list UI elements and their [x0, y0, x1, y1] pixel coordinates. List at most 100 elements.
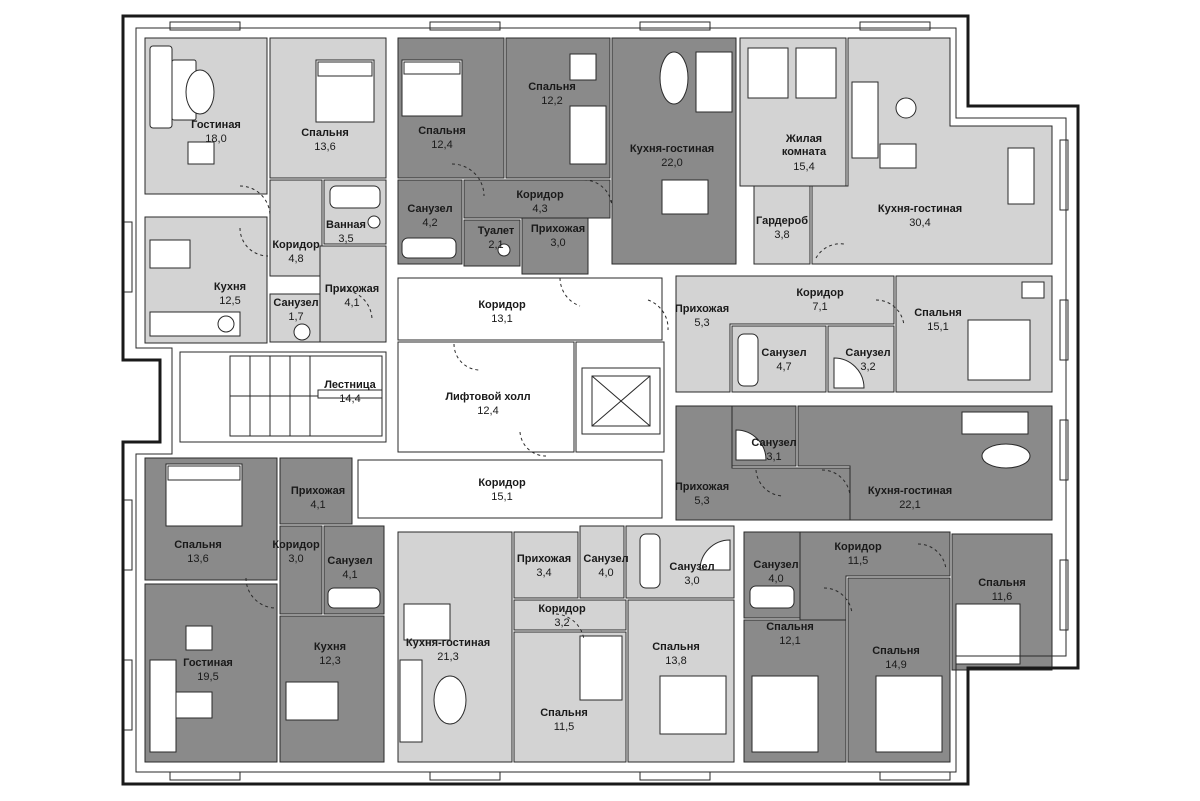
area-r08: 12,4: [431, 139, 452, 151]
area-r31: 13,6: [187, 553, 208, 565]
label-r04: Коридор: [272, 239, 320, 251]
room-koridor-bottom: [357, 459, 663, 519]
area-r26: 3,1: [766, 451, 781, 463]
area-r05: 12,5: [219, 295, 240, 307]
label-r35: Санузел: [583, 553, 628, 565]
area-r43: 21,3: [437, 651, 458, 663]
area-r41: 19,5: [197, 671, 218, 683]
area-r33: 4,1: [342, 569, 357, 581]
label-r42: Кухня: [314, 641, 346, 653]
room-garderob-c: [753, 185, 811, 265]
label-r34: Прихожая: [517, 553, 571, 565]
label-r24: Лестница: [324, 379, 376, 391]
label-r41: Гостиная: [183, 657, 233, 669]
label-r19: Прихожая: [675, 303, 729, 315]
label-r06: Прихожая: [325, 283, 379, 295]
area-r44: 13,8: [665, 655, 686, 667]
area-r34: 3,4: [536, 567, 551, 579]
doors: [239, 163, 947, 641]
room-prihozhaya-f: [279, 457, 353, 525]
room-lift-hall: [397, 341, 575, 453]
outer-walls: [121, 14, 1080, 786]
label-r08: Спальня: [418, 125, 466, 137]
label-r25: Лифтовой холл: [445, 391, 530, 403]
label-r40: Спальня: [978, 577, 1026, 589]
area-r22: 4,7: [776, 361, 791, 373]
label-r05: Кухня: [214, 281, 246, 293]
area-r23: 3,2: [860, 361, 875, 373]
label-r16: Гардероб: [756, 215, 808, 227]
label-r12: Туалет: [478, 225, 515, 237]
room-sanuzel-g1: [579, 525, 625, 599]
label-r39: Коридор: [834, 541, 882, 553]
area-r01: 18,0: [205, 133, 226, 145]
label-r10: Спальня: [528, 81, 576, 93]
area-r46: 12,1: [779, 635, 800, 647]
room-koridor-a: [269, 179, 323, 277]
label-r07: Санузел: [273, 297, 318, 309]
area-r32: 3,0: [288, 553, 303, 565]
room-koridor-f: [279, 525, 323, 615]
room-tualet-b: [463, 219, 521, 267]
label-r22: Санузел: [761, 347, 806, 359]
labels: Гостиная 18,0 Спальня 13,6 Ванная 3,5 Ко…: [174, 81, 1026, 733]
area-r38: 4,0: [768, 573, 783, 585]
furniture: [149, 45, 1045, 753]
label-r36: Санузел: [669, 561, 714, 573]
area-r47: 14,9: [885, 659, 906, 671]
label-r03: Ванная: [326, 219, 366, 231]
label-r09: Санузел: [407, 203, 452, 215]
label-r43: Кухня-гостиная: [406, 637, 490, 649]
area-r16: 3,8: [774, 229, 789, 241]
room-fills: [144, 37, 1053, 763]
area-r30: 4,1: [310, 499, 325, 511]
room-koridor-b: [463, 179, 611, 219]
area-r45: 11,5: [554, 721, 575, 733]
label-r31: Спальня: [174, 539, 222, 551]
room-koridor-top: [397, 277, 663, 341]
label-r17: Кухня-гостиная: [878, 203, 962, 215]
area-r40: 11,6: [992, 591, 1013, 603]
area-r09: 4,2: [422, 217, 437, 229]
area-r18: 13,1: [491, 313, 512, 325]
area-r14: 22,0: [661, 157, 682, 169]
elevator: [575, 341, 665, 453]
room-sanuzel-a: [269, 293, 321, 343]
label-r33: Санузел: [327, 555, 372, 567]
label-r14: Кухня-гостиная: [630, 143, 714, 155]
area-r39: 11,5: [848, 555, 869, 567]
label-r27: Коридор: [478, 477, 526, 489]
area-r04: 4,8: [288, 253, 303, 265]
label-r01: Гостиная: [191, 119, 241, 131]
area-r35: 4,0: [598, 567, 613, 579]
area-r15: 15,4: [793, 161, 814, 173]
area-r20: 7,1: [812, 301, 827, 313]
area-r21: 15,1: [927, 321, 948, 333]
area-r24: 14,4: [339, 393, 360, 405]
label-r20: Коридор: [796, 287, 844, 299]
label-r11: Коридор: [516, 189, 564, 201]
label-r13: Прихожая: [531, 223, 585, 235]
label-r26: Санузел: [751, 437, 796, 449]
room-koridor-g: [513, 599, 627, 631]
area-r07: 1,7: [288, 311, 303, 323]
area-r13: 3,0: [550, 237, 565, 249]
room-prihozhaya-b: [521, 217, 589, 275]
label-r23: Санузел: [845, 347, 890, 359]
label-r38: Санузел: [753, 559, 798, 571]
label-r28: Прихожая: [675, 481, 729, 493]
label-r44: Спальня: [652, 641, 700, 653]
label-r21: Спальня: [914, 307, 962, 319]
area-r19: 5,3: [694, 317, 709, 329]
label-r47: Спальня: [872, 645, 920, 657]
area-r29: 22,1: [899, 499, 920, 511]
area-r11: 4,3: [532, 203, 547, 215]
area-r37: 3,2: [554, 617, 569, 629]
room-prihozhaya-g: [513, 531, 579, 599]
room-prihozhaya-d: [675, 275, 895, 393]
stairs: [229, 355, 383, 437]
area-r42: 12,3: [319, 655, 340, 667]
area-r27: 15,1: [491, 491, 512, 503]
